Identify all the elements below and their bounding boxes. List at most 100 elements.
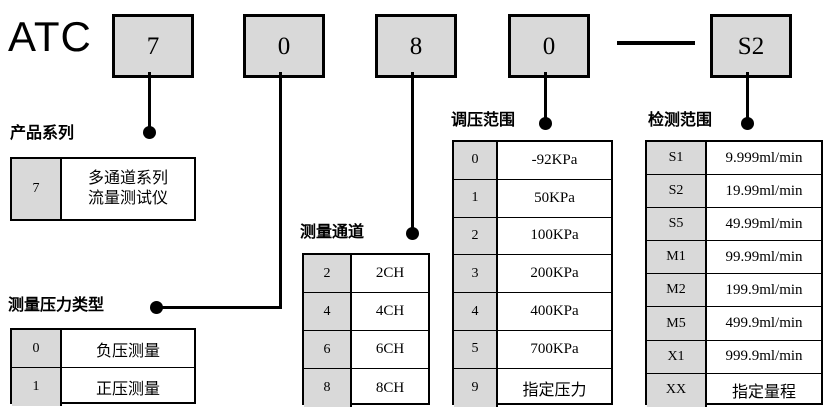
leader-dot-regulation: [539, 117, 552, 130]
table-row: 2 2CH: [304, 255, 428, 293]
leader-dot-detection-range: [741, 117, 754, 130]
leader-line-pressure-type-vertical: [279, 72, 282, 309]
channel-code-cell: 2: [304, 255, 352, 292]
code-box-series-value: 7: [146, 32, 160, 60]
table-regulation-range: 0 -92KPa 1 50KPa 2 100KPa 3 200KPa 4 400…: [452, 140, 613, 407]
regulation-desc-cell: 100KPa: [530, 227, 579, 244]
table-row: 8 8CH: [304, 369, 428, 407]
table-channel: 2 2CH 4 4CH 6 6CH 8 8CH: [302, 253, 430, 407]
series-desc-line1: 多通道系列: [87, 170, 168, 187]
detection-desc-cell: 499.9ml/min: [725, 315, 803, 332]
regulation-desc-cell: -92KPa: [531, 151, 578, 168]
regulation-code-cell: 1: [454, 179, 498, 217]
regulation-code-cell: 2: [454, 217, 498, 255]
detection-code-cell: S1: [647, 142, 707, 175]
pressure-type-desc-cell: 正压测量: [95, 381, 160, 398]
detection-desc-cell: 199.9ml/min: [725, 281, 803, 298]
channel-desc-cell: 4CH: [375, 303, 405, 319]
code-box-pressure-type: 0: [243, 14, 325, 78]
table-row: 0 负压测量: [12, 330, 194, 368]
code-box-detection-range: S2: [710, 14, 792, 78]
table-row: 3 200KPa: [454, 255, 611, 294]
table-series: 7 多通道系列 流量测试仪: [10, 157, 196, 221]
leader-line-channel: [411, 72, 414, 235]
channel-code-cell: 4: [304, 293, 352, 330]
regulation-desc-cell: 200KPa: [530, 265, 579, 282]
channel-desc-cell: 8CH: [375, 379, 405, 396]
detection-desc-cell: 999.9ml/min: [725, 348, 803, 365]
code-box-series: 7: [112, 14, 194, 78]
table-row: 0 -92KPa: [454, 142, 611, 180]
table-detection-range: S1 9.999ml/min S2 19.99ml/min S5 49.99ml…: [645, 140, 823, 407]
detection-desc-cell: 99.99ml/min: [725, 248, 803, 265]
table-row: X1 999.9ml/min: [647, 340, 821, 374]
model-separator-dash: [617, 41, 695, 45]
caption-regulation-range: 调压范围: [451, 112, 516, 129]
table-row: XX 指定量程: [647, 373, 821, 407]
regulation-desc-cell: 指定压力: [522, 381, 587, 399]
detection-desc-cell: 指定量程: [731, 384, 796, 402]
table-row: 9 指定压力: [454, 368, 611, 407]
leader-dot-pressure-type: [150, 301, 163, 314]
table-row: S1 9.999ml/min: [647, 142, 821, 176]
code-box-channel: 8: [375, 14, 457, 78]
pressure-type-desc-cell: 负压测量: [95, 342, 160, 360]
leader-line-detection-range: [746, 72, 749, 122]
leader-line-series: [148, 72, 151, 130]
pressure-type-code-cell: 1: [12, 368, 62, 406]
regulation-code-cell: 0: [454, 142, 498, 179]
caption-detection-range: 检测范围: [648, 112, 713, 129]
leader-line-pressure-type-horizontal: [157, 306, 282, 309]
table-row: 5 700KPa: [454, 330, 611, 369]
caption-channel: 测量通道: [300, 224, 365, 241]
detection-code-cell: S2: [647, 175, 707, 208]
channel-desc-cell: 2CH: [375, 265, 405, 281]
caption-pressure-type: 测量压力类型: [8, 297, 105, 314]
pressure-type-code-cell: 0: [12, 330, 62, 367]
leader-line-regulation: [544, 72, 547, 122]
code-box-detection-range-value: S2: [737, 32, 765, 60]
regulation-code-cell: 4: [454, 293, 498, 330]
caption-series: 产品系列: [10, 125, 75, 142]
regulation-code-cell: 3: [454, 255, 498, 293]
code-box-regulation: 0: [508, 14, 590, 78]
table-row: 2 100KPa: [454, 217, 611, 256]
table-row: 1 50KPa: [454, 179, 611, 218]
table-row: 7 多通道系列 流量测试仪: [12, 159, 194, 219]
channel-code-cell: 6: [304, 331, 352, 368]
detection-desc-cell: 19.99ml/min: [725, 182, 803, 199]
series-code-cell: 7: [12, 159, 62, 219]
table-row: 1 正压测量: [12, 368, 194, 406]
detection-code-cell: X1: [647, 340, 707, 373]
series-desc-line2: 流量测试仪: [87, 190, 168, 207]
detection-code-cell: M5: [647, 307, 707, 340]
leader-dot-series: [143, 126, 156, 139]
regulation-code-cell: 5: [454, 330, 498, 368]
channel-code-cell: 8: [304, 369, 352, 407]
table-pressure-type: 0 负压测量 1 正压测量: [10, 328, 196, 406]
table-row: M2 199.9ml/min: [647, 274, 821, 308]
detection-code-cell: M2: [647, 274, 707, 307]
table-row: 6 6CH: [304, 331, 428, 369]
detection-desc-cell: 9.999ml/min: [725, 149, 803, 166]
detection-desc-cell: 49.99ml/min: [725, 215, 803, 232]
leader-dot-channel: [406, 227, 419, 240]
table-row: S5 49.99ml/min: [647, 208, 821, 242]
table-row: 4 4CH: [304, 293, 428, 331]
detection-code-cell: M1: [647, 241, 707, 274]
model-prefix: ATC: [8, 13, 92, 60]
code-box-channel-value: 8: [409, 32, 423, 60]
detection-code-cell: S5: [647, 208, 707, 241]
table-row: S2 19.99ml/min: [647, 175, 821, 209]
regulation-code-cell: 9: [454, 368, 498, 407]
detection-code-cell: XX: [647, 373, 707, 407]
series-desc-cell: 多通道系列 流量测试仪: [62, 159, 194, 219]
code-box-pressure-type-value: 0: [277, 32, 291, 60]
code-box-regulation-value: 0: [542, 32, 556, 60]
table-row: M5 499.9ml/min: [647, 307, 821, 341]
regulation-desc-cell: 400KPa: [530, 303, 579, 320]
table-row: 4 400KPa: [454, 293, 611, 331]
regulation-desc-cell: 50KPa: [534, 189, 575, 206]
channel-desc-cell: 6CH: [375, 341, 405, 357]
